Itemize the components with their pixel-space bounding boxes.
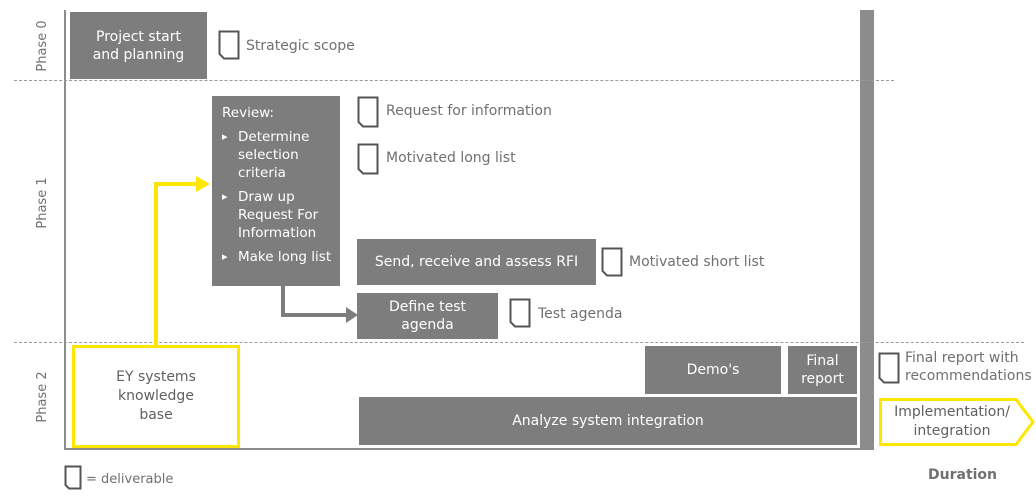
review-title: Review: bbox=[222, 105, 274, 121]
implementation-label: Implementation/ integration bbox=[894, 404, 1010, 439]
define-test-box: Define test agenda bbox=[357, 293, 498, 339]
review-item: Determine selection criteria bbox=[222, 128, 332, 182]
duration-bar bbox=[860, 10, 874, 450]
review-item: Draw up Request For Information bbox=[222, 188, 332, 242]
deliverable-long-list: Motivated long list bbox=[386, 150, 516, 166]
review-box: Review: Determine selection criteria Dra… bbox=[212, 96, 340, 286]
final-report-box: Final report bbox=[788, 346, 857, 394]
deliverable-icon bbox=[509, 298, 531, 328]
phase-separator-2 bbox=[14, 342, 1024, 343]
project-start-box: Project start and planning bbox=[70, 12, 207, 79]
review-list: Determine selection criteria Draw up Req… bbox=[222, 128, 332, 266]
left-axis-line bbox=[64, 10, 66, 450]
demos-box: Demo's bbox=[645, 346, 781, 394]
arrow-kb-to-review bbox=[154, 176, 210, 347]
duration-label: Duration bbox=[928, 467, 998, 483]
deliverable-icon bbox=[601, 247, 623, 277]
bottom-axis-line bbox=[64, 448, 872, 450]
analyze-integration-box: Analyze system integration bbox=[359, 397, 857, 445]
phase-label-2: Phase 2 bbox=[35, 371, 50, 423]
review-item: Make long list bbox=[222, 248, 332, 266]
phase-separator-1 bbox=[14, 80, 894, 81]
phase-label-0: Phase 0 bbox=[35, 20, 50, 72]
deliverable-icon bbox=[64, 465, 82, 490]
deliverable-final-report: Final report with recommendations bbox=[905, 350, 1032, 384]
send-rfi-box: Send, receive and assess RFI bbox=[357, 239, 596, 285]
deliverable-icon bbox=[878, 352, 900, 384]
deliverable-short-list: Motivated short list bbox=[629, 254, 765, 270]
ey-knowledge-base-box: EY systems knowledge base bbox=[72, 345, 240, 448]
deliverable-rfi: Request for information bbox=[386, 103, 552, 119]
deliverable-icon bbox=[357, 143, 379, 175]
arrow-review-to-test bbox=[281, 284, 358, 323]
legend-deliverable: = deliverable bbox=[86, 472, 174, 487]
phase-label-1: Phase 1 bbox=[35, 177, 50, 229]
deliverable-icon bbox=[218, 30, 240, 60]
implementation-shape bbox=[879, 398, 1035, 446]
deliverable-test-agenda: Test agenda bbox=[538, 306, 623, 322]
deliverable-strategic-scope: Strategic scope bbox=[246, 38, 355, 54]
deliverable-icon bbox=[357, 96, 379, 128]
